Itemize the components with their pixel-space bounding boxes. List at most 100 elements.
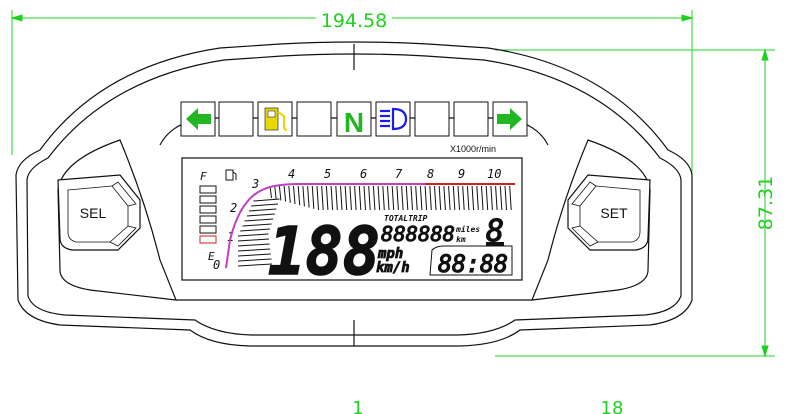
rpm-segment — [401, 185, 404, 211]
gear-underline — [486, 242, 504, 246]
fuel-bar — [199, 205, 217, 214]
rpm-bar-segments — [237, 185, 512, 267]
right-turn-arrow-icon — [497, 108, 522, 130]
rpm-segment — [246, 213, 275, 217]
rpm-segment — [405, 185, 409, 211]
rpm-unit-label: X1000r/min — [450, 144, 496, 154]
rpm-segment — [253, 198, 280, 202]
rpm-segment — [485, 185, 489, 211]
odometer-digits: 888888 — [381, 222, 455, 246]
rpm-segment — [476, 185, 479, 211]
lcd-panel — [181, 157, 523, 281]
rpm-segment — [335, 185, 338, 211]
indicator-neutral — [336, 101, 372, 137]
rpm-segment — [237, 258, 272, 262]
bottom-label-18: 18 — [601, 398, 624, 414]
rpm-segment — [302, 185, 305, 207]
rpm-segment — [237, 238, 270, 242]
rpm-segment — [325, 185, 329, 211]
rpm-segment — [283, 185, 287, 202]
rpm-segment — [274, 185, 277, 200]
rpm-segment — [316, 185, 319, 211]
indicator-blank-2 — [296, 101, 332, 137]
sel-button[interactable]: SEL — [57, 174, 141, 251]
rpm-segment — [466, 185, 470, 211]
indicator-blank-1 — [218, 101, 254, 137]
rpm-segment — [481, 185, 484, 211]
rpm-segment — [434, 185, 437, 211]
speed-digits: 188 — [268, 213, 380, 290]
rpm-segment — [237, 248, 271, 252]
rpm-segment — [396, 185, 399, 211]
rpm-segment — [495, 185, 498, 211]
rpm-segment — [382, 185, 385, 211]
rpm-segment — [448, 185, 451, 211]
rpm-segment — [242, 223, 272, 227]
fuel-pump-small-icon — [225, 169, 237, 181]
fuel-bar — [199, 225, 217, 234]
rpm-tick-9: 9 — [458, 167, 465, 181]
rpm-segment — [240, 228, 271, 232]
indicator-blank-3 — [414, 101, 450, 137]
fuel-bar — [199, 195, 217, 204]
rpm-tick-2: 2 — [230, 201, 237, 215]
rpm-tick-0: 0 — [213, 258, 220, 272]
width-dimension-label: 194.58 — [321, 10, 387, 32]
trip-label: TOTALTRIP — [384, 214, 428, 223]
rpm-segment — [237, 263, 273, 267]
rpm-segment — [429, 185, 432, 211]
fuel-gauge: F E — [199, 169, 237, 263]
gear-digit: 8 — [486, 214, 504, 249]
rpm-curve — [225, 183, 512, 269]
rpm-segment — [307, 185, 310, 208]
fuel-full-label: F — [200, 170, 207, 183]
rpm-tick-3: 3 — [251, 177, 259, 191]
rpm-segment — [251, 203, 279, 207]
rpm-segment — [419, 185, 423, 211]
rpm-segment — [330, 185, 334, 211]
housing — [15, 41, 693, 347]
rpm-segment — [443, 185, 446, 211]
rpm-segment — [288, 185, 291, 203]
rpm-segment — [372, 185, 376, 211]
rpm-tick-6: 6 — [360, 167, 367, 181]
rpm-segment — [457, 185, 460, 211]
rpm-segment — [391, 185, 395, 211]
rpm-segment — [438, 185, 442, 211]
left-turn-arrow-icon — [186, 108, 211, 130]
speed-unit-kmh: km/h — [376, 260, 410, 276]
fuel-bar — [199, 215, 217, 224]
odometer-unit-km: km — [456, 235, 466, 244]
rpm-segment — [462, 185, 465, 211]
rpm-segment — [321, 185, 324, 211]
rpm-segment — [424, 185, 428, 211]
set-button[interactable]: SET — [567, 174, 651, 251]
clock-digits: 88:88 — [438, 250, 508, 278]
speed-unit-mph: mph — [377, 246, 403, 262]
rpm-segment — [237, 233, 269, 237]
clock-frame — [429, 245, 513, 276]
rpm-segment — [504, 185, 507, 211]
rpm-segment — [311, 185, 315, 209]
rpm-segment — [293, 185, 296, 205]
rpm-segment — [415, 185, 418, 211]
rpm-segment — [344, 185, 348, 211]
bottom-label-1: 1 — [352, 398, 363, 414]
rpm-tick-10: 10 — [487, 167, 501, 181]
rpm-segment — [410, 185, 413, 211]
fuel-bars — [199, 185, 217, 244]
rpm-segment — [248, 208, 277, 212]
rpm-tick-7: 7 — [395, 167, 403, 181]
high-beam-icon — [380, 107, 408, 131]
rpm-segment — [358, 185, 362, 211]
rpm-segment — [297, 185, 301, 206]
rpm-segment — [237, 243, 270, 247]
indicator-blank-4 — [453, 101, 489, 137]
height-dimension-label: 87.31 — [755, 176, 777, 230]
rpm-tick-8: 8 — [427, 167, 434, 181]
fuel-empty-label: E — [208, 250, 215, 263]
rpm-segment — [499, 185, 503, 211]
set-button-label: SET — [600, 205, 628, 221]
rpm-segment — [237, 253, 271, 257]
